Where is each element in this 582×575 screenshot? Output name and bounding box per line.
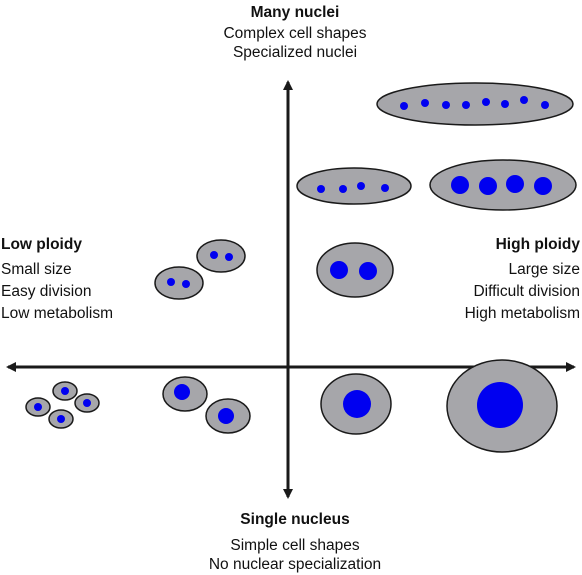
cell xyxy=(316,242,394,298)
multinucleate-cell-large-nuclei xyxy=(429,159,577,211)
nucleus xyxy=(451,176,469,194)
nucleus xyxy=(442,101,450,109)
cell xyxy=(196,239,246,273)
large-mononuclear-cells xyxy=(320,359,558,453)
nucleus xyxy=(61,387,69,395)
top-axis-line-1: Complex cell shapes xyxy=(223,25,367,42)
nucleus xyxy=(359,262,377,280)
nucleus xyxy=(339,185,347,193)
nucleus xyxy=(330,261,348,279)
cell xyxy=(296,167,412,205)
nucleus xyxy=(541,101,549,109)
multinucleate-cell-small-nuclei xyxy=(296,167,412,205)
nucleus xyxy=(482,98,490,106)
left-axis-title: Low ploidy xyxy=(1,236,82,253)
bottom-axis-line-1: Simple cell shapes xyxy=(230,537,360,554)
nucleus xyxy=(317,185,325,193)
right-axis-line-2: Difficult division xyxy=(473,283,580,300)
nucleus xyxy=(34,403,42,411)
large-binucleate-cell xyxy=(316,242,394,298)
nucleus xyxy=(57,415,65,423)
nucleus xyxy=(479,177,497,195)
bottom-axis-title: Single nucleus xyxy=(240,511,350,528)
tiny-cells-cluster xyxy=(25,381,100,429)
bottom-axis-line-2: No nuclear specialization xyxy=(208,556,382,573)
small-mononuclear-cells xyxy=(162,376,251,434)
left-axis-line-1: Small size xyxy=(1,261,72,278)
left-axis-line-3: Low metabolism xyxy=(1,305,113,322)
nucleus xyxy=(534,177,552,195)
right-axis-line-1: Large size xyxy=(508,261,580,278)
nucleus xyxy=(210,251,218,259)
nucleus xyxy=(225,253,233,261)
cell xyxy=(154,266,204,300)
cell xyxy=(376,82,574,126)
nucleus xyxy=(381,184,389,192)
nucleus xyxy=(174,384,190,400)
syncytium-cell xyxy=(376,82,574,126)
nucleus xyxy=(506,175,524,193)
nucleus xyxy=(357,182,365,190)
nucleus xyxy=(218,408,234,424)
nucleus xyxy=(400,102,408,110)
top-axis-line-2: Specialized nuclei xyxy=(232,44,358,61)
nucleus xyxy=(477,382,523,428)
right-axis-title: High ploidy xyxy=(495,236,580,253)
nucleus xyxy=(462,101,470,109)
small-binucleate-cells xyxy=(154,239,246,300)
left-axis-line-2: Easy division xyxy=(1,283,92,300)
nucleus xyxy=(83,399,91,407)
right-axis-line-3: High metabolism xyxy=(464,305,580,322)
nucleus xyxy=(343,390,371,418)
nucleus xyxy=(520,96,528,104)
top-axis-title: Many nuclei xyxy=(250,4,340,21)
nucleus xyxy=(167,278,175,286)
nucleus xyxy=(501,100,509,108)
nucleus xyxy=(182,280,190,288)
nucleus xyxy=(421,99,429,107)
cell xyxy=(429,159,577,211)
